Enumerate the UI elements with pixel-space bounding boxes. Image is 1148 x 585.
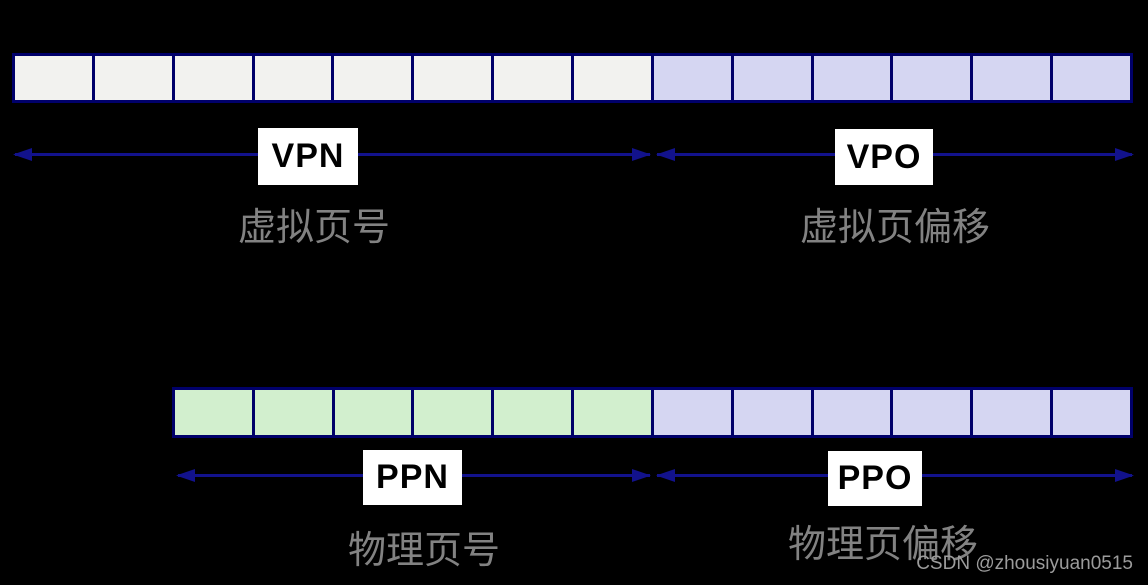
vpo-cell [730,56,811,100]
ppn-caption: 物理页号 [347,528,501,572]
vpo-cell [1050,56,1131,100]
arrowhead-left-icon [656,469,675,482]
ppo-cell [730,390,811,435]
physical-address-bar [172,387,1133,438]
arrowhead-right-icon [1115,148,1134,161]
vpo-cell [650,56,731,100]
vpn-cell [491,56,572,100]
arrowhead-left-icon [176,469,195,482]
ppn-cell [331,390,412,435]
vpn-cell [251,56,332,100]
vpo-cell [810,56,891,100]
ppn-cell [411,390,492,435]
vpo-label: VPO [835,129,933,185]
arrowhead-left-icon [656,148,675,161]
vpn-cell [571,56,651,100]
csdn-watermark: CSDN @zhousiyuan0515 [916,553,1133,574]
arrowhead-right-icon [1115,469,1134,482]
vpn-cell [15,56,92,100]
ppo-cell [650,390,731,435]
vpn-cell [91,56,172,100]
vpn-cell [331,56,412,100]
ppn-cell [251,390,332,435]
ppo-cell [1050,390,1130,435]
ppn-cell [175,390,252,435]
vpn-label: VPN [258,128,358,185]
vpn-caption: 虚拟页号 [237,205,391,249]
ppn-label: PPN [363,450,462,505]
vpo-caption: 虚拟页偏移 [799,205,991,249]
vpo-cell [890,56,971,100]
arrowhead-right-icon [632,148,651,161]
vpn-cell [411,56,492,100]
arrowhead-right-icon [632,469,651,482]
ppn-cell [571,390,651,435]
ppo-label: PPO [828,451,922,506]
vpo-cell [970,56,1051,100]
ppn-cell [491,390,572,435]
virtual-address-bar [12,53,1133,103]
vpn-cell [171,56,252,100]
ppo-cell [810,390,891,435]
ppo-caption: 物理页偏移 [787,522,979,566]
arrowhead-left-icon [13,148,32,161]
ppo-cell [970,390,1051,435]
ppo-cell [890,390,971,435]
